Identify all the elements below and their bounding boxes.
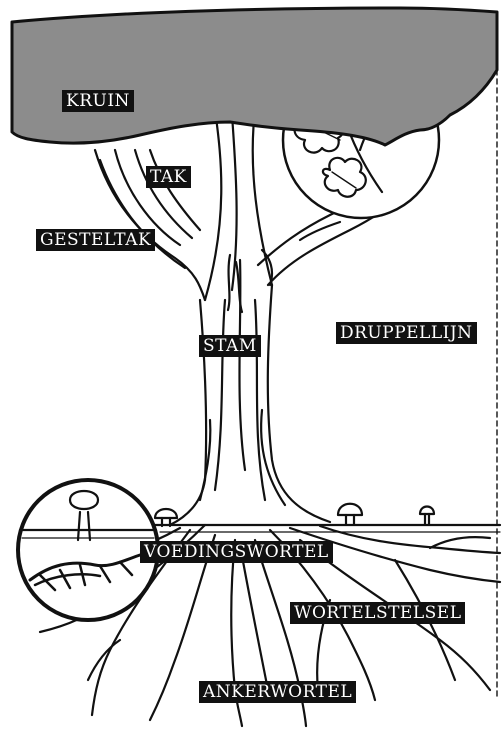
label-tak: TAK: [146, 166, 191, 188]
label-ankerwortel: ANKERWORTEL: [199, 681, 356, 703]
tree-crown: [12, 8, 497, 145]
label-gesteltak: GESTELTAK: [36, 229, 155, 251]
label-druppellijn: DRUPPELLIJN: [336, 322, 477, 344]
mushroom-icon: [420, 507, 434, 525]
label-voedingswortel: VOEDINGSWORTEL: [140, 541, 333, 563]
label-stam: STAM: [199, 335, 261, 357]
label-kruin: KRUIN: [62, 90, 134, 112]
inset-root-zone: [18, 480, 158, 620]
mushroom-icon: [338, 504, 362, 524]
label-wortelstelsel: WORTELSTELSEL: [290, 602, 465, 624]
